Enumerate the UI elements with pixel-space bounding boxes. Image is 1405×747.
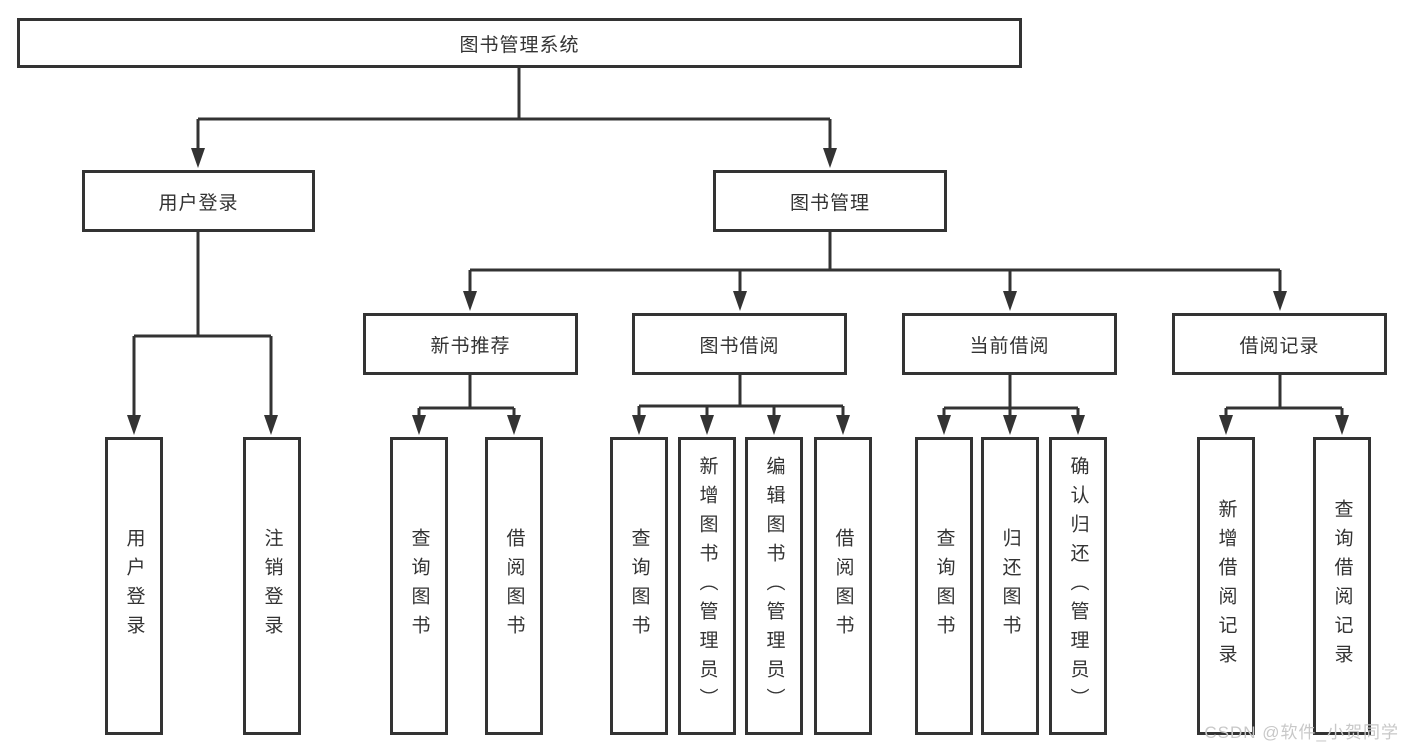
- watermark: CSDN @软件_小贺同学: [1204, 723, 1399, 742]
- node-root-system: 图书管理系统: [17, 18, 1022, 68]
- leaf-return-books: 归还图书: [981, 437, 1039, 735]
- leaf-query-books-recommend: 查询图书: [390, 437, 448, 735]
- node-current-borrowing: 当前借阅: [902, 313, 1117, 375]
- leaf-borrow-books: 借阅图书: [814, 437, 872, 735]
- leaf-user-login: 用户登录: [105, 437, 163, 735]
- leaf-add-borrow-record: 新增借阅记录: [1197, 437, 1255, 735]
- node-new-book-recommend: 新书推荐: [363, 313, 578, 375]
- leaf-query-borrow-record: 查询借阅记录: [1313, 437, 1371, 735]
- leaf-confirm-return-admin: 确认归还（管理员）: [1049, 437, 1107, 735]
- node-book-borrowing: 图书借阅: [632, 313, 847, 375]
- leaf-query-books-current: 查询图书: [915, 437, 973, 735]
- node-borrowing-records: 借阅记录: [1172, 313, 1387, 375]
- leaf-query-books-borrowing: 查询图书: [610, 437, 668, 735]
- leaf-edit-books-admin: 编辑图书（管理员）: [745, 437, 803, 735]
- connector-bus-paths: [134, 68, 1342, 410]
- node-book-management: 图书管理: [713, 170, 947, 232]
- leaf-add-books-admin: 新增图书（管理员）: [678, 437, 736, 735]
- leaf-borrow-books-recommend: 借阅图书: [485, 437, 543, 735]
- node-user-login: 用户登录: [82, 170, 315, 232]
- leaf-logout-login: 注销登录: [243, 437, 301, 735]
